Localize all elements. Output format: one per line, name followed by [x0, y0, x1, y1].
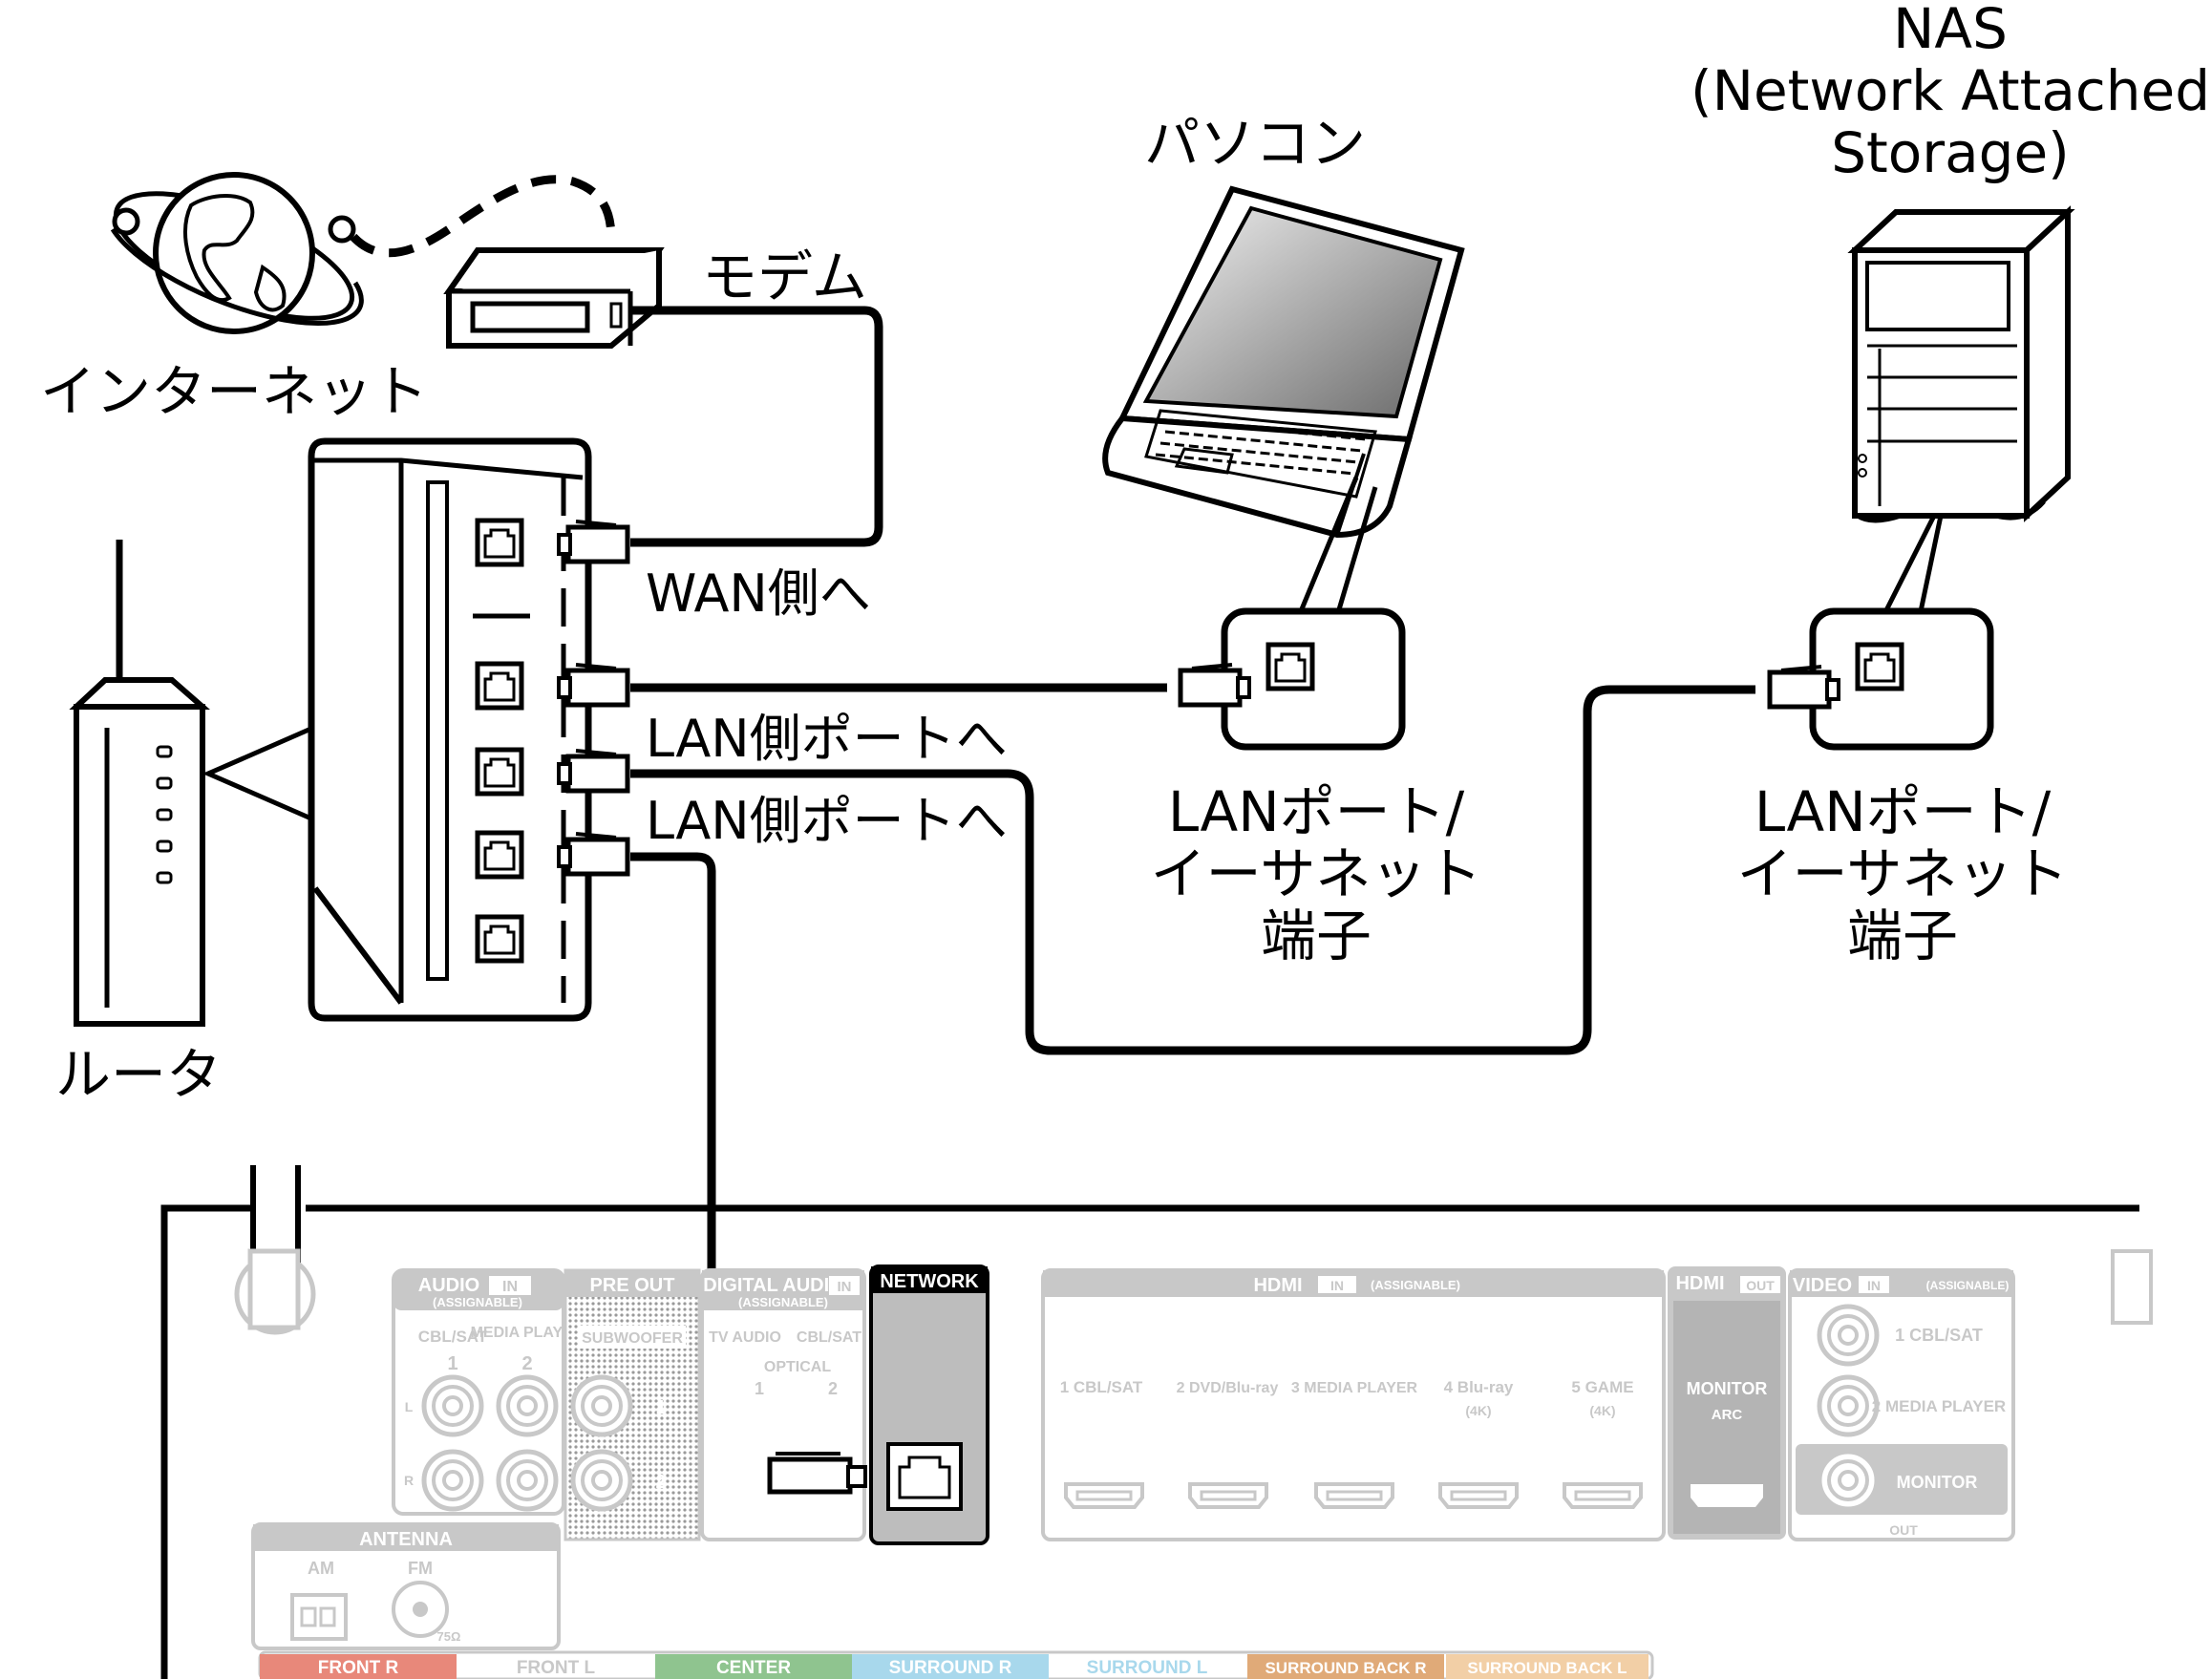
svg-text:MEDIA PLAYER: MEDIA PLAYER	[471, 1325, 585, 1341]
router-label: ルータ	[55, 1042, 222, 1107]
svg-text:IN: IN	[1867, 1278, 1881, 1293]
svg-text:SURROUND R: SURROUND R	[889, 1658, 1012, 1678]
svg-text:OUT: OUT	[1746, 1278, 1775, 1293]
svg-text:1 CBL/SAT: 1 CBL/SAT	[1895, 1326, 1983, 1345]
svg-text:SURROUND L: SURROUND L	[1087, 1658, 1208, 1678]
internet-globe-icon	[110, 172, 364, 334]
svg-text:(ASSIGNABLE): (ASSIGNABLE)	[1926, 1279, 2010, 1292]
svg-text:IN: IN	[1330, 1278, 1344, 1293]
svg-text:MONITOR: MONITOR	[1687, 1379, 1768, 1398]
svg-text:PRE OUT: PRE OUT	[590, 1275, 675, 1296]
to-wan-label: WAN側へ	[646, 563, 871, 624]
svg-text:1: 1	[755, 1379, 764, 1398]
svg-text:IN: IN	[838, 1279, 852, 1295]
svg-text:ARC: ARC	[1712, 1407, 1743, 1423]
svg-text:AM: AM	[308, 1559, 334, 1578]
modem-icon	[443, 247, 665, 349]
svg-text:(4K): (4K)	[1589, 1403, 1615, 1418]
receiver-network-plug	[767, 1452, 867, 1495]
pc-port-label-line2: イーサネット	[1151, 841, 1482, 906]
svg-text:(4K): (4K)	[1465, 1403, 1491, 1418]
svg-text:FRONT R: FRONT R	[318, 1658, 399, 1678]
svg-text:NETWORK: NETWORK	[880, 1271, 979, 1292]
svg-text:VIDEO: VIDEO	[1793, 1275, 1852, 1296]
router-lan-jack-3	[478, 833, 521, 877]
to-lan-label-1: LAN側ポートへ	[646, 709, 1008, 769]
svg-text:3 MEDIA PLAYER: 3 MEDIA PLAYER	[1291, 1380, 1418, 1396]
nas-label-line2: (Network Attached	[1691, 58, 2210, 123]
svg-text:AUDIO: AUDIO	[418, 1275, 479, 1296]
pc-callout-pointer	[1296, 477, 1378, 617]
svg-text:2: 2	[655, 1472, 666, 1493]
svg-text:SURROUND BACK R: SURROUND BACK R	[1265, 1659, 1426, 1677]
pc-plug	[1180, 665, 1249, 705]
wan-cable	[630, 306, 883, 547]
svg-text:CBL/SAT: CBL/SAT	[797, 1329, 861, 1346]
router-lan-jack-2	[478, 750, 521, 794]
svg-text:2: 2	[828, 1379, 838, 1398]
svg-text:CBL/SAT: CBL/SAT	[418, 1328, 488, 1346]
lan-plug-pc	[559, 665, 627, 705]
nas-label-line1: NAS	[1893, 0, 2008, 61]
svg-text:1: 1	[447, 1353, 457, 1374]
svg-text:75Ω: 75Ω	[437, 1629, 461, 1644]
svg-text:SURROUND BACK L: SURROUND BACK L	[1467, 1659, 1627, 1677]
svg-text:DIGITAL AUDIO: DIGITAL AUDIO	[703, 1275, 843, 1296]
nas-callout-pointer	[1881, 514, 1944, 618]
svg-text:2: 2	[521, 1353, 532, 1374]
svg-text:(ASSIGNABLE): (ASSIGNABLE)	[1371, 1278, 1460, 1292]
svg-text:MONITOR: MONITOR	[1897, 1473, 1978, 1492]
router-icon	[69, 540, 210, 1027]
laptop-icon	[1102, 185, 1465, 539]
internet-connection-dashed-line	[350, 175, 616, 258]
svg-text:SUBWOOFER: SUBWOOFER	[582, 1330, 683, 1347]
svg-text:1: 1	[655, 1397, 666, 1418]
svg-text:CENTER: CENTER	[716, 1658, 791, 1678]
svg-text:OUT: OUT	[1889, 1522, 1918, 1538]
nas-port-label-line2: イーサネット	[1737, 841, 2069, 906]
to-lan-label-2: LAN側ポートへ	[646, 791, 1008, 851]
svg-text:HDMI: HDMI	[1675, 1273, 1724, 1294]
modem-label: モデム	[702, 244, 867, 309]
svg-text:2 MEDIA PLAYER: 2 MEDIA PLAYER	[1872, 1397, 2006, 1415]
svg-text:IN: IN	[502, 1279, 518, 1295]
svg-text:TV AUDIO: TV AUDIO	[709, 1329, 781, 1346]
pc-port-label-line3: 端子	[1261, 903, 1372, 968]
router-callout-pointer	[202, 725, 314, 822]
nas-port-label-line3: 端子	[1847, 903, 1958, 968]
svg-text:OPTICAL: OPTICAL	[764, 1359, 831, 1375]
svg-text:2 DVD/Blu-ray: 2 DVD/Blu-ray	[1177, 1380, 1279, 1396]
svg-text:ANTENNA: ANTENNA	[359, 1529, 453, 1550]
av-receiver-rear-panel: AUDIO IN (ASSIGNABLE) CBL/SAT MEDIA PLAY…	[160, 1165, 2153, 1679]
svg-text:R: R	[404, 1473, 414, 1488]
internet-label: インターネット	[40, 359, 428, 424]
nas-tower-icon	[1847, 205, 2075, 523]
svg-text:FM: FM	[408, 1559, 433, 1578]
nas-port-label-line1: LANポート/	[1755, 779, 2052, 844]
router-lan-jack-1	[478, 664, 521, 708]
lan-plug-receiver	[559, 834, 627, 874]
pc-port-label-line1: LANポート/	[1168, 779, 1465, 844]
svg-text:L: L	[405, 1399, 414, 1414]
router-lan-jack-4	[478, 917, 521, 961]
svg-text:VIDEO: VIDEO	[1809, 1520, 1868, 1541]
svg-text:(ASSIGNABLE): (ASSIGNABLE)	[433, 1295, 522, 1309]
nas-plug	[1770, 667, 1839, 707]
pc-label: パソコン	[1144, 111, 1366, 176]
router-rear-panel	[308, 437, 592, 1022]
wan-plug	[559, 521, 627, 562]
svg-text:4 Blu-ray: 4 Blu-ray	[1444, 1378, 1514, 1396]
svg-text:(ASSIGNABLE): (ASSIGNABLE)	[738, 1295, 828, 1309]
router-wan-jack	[478, 521, 521, 564]
lan-plug-nas	[559, 751, 627, 791]
svg-text:5 GAME: 5 GAME	[1571, 1378, 1633, 1396]
svg-text:HDMI: HDMI	[1253, 1275, 1302, 1296]
svg-text:1 CBL/SAT: 1 CBL/SAT	[1060, 1378, 1143, 1396]
nas-cable	[630, 685, 1755, 1055]
nas-label-line3: Storage)	[1831, 120, 2070, 185]
svg-text:FRONT L: FRONT L	[517, 1658, 596, 1678]
